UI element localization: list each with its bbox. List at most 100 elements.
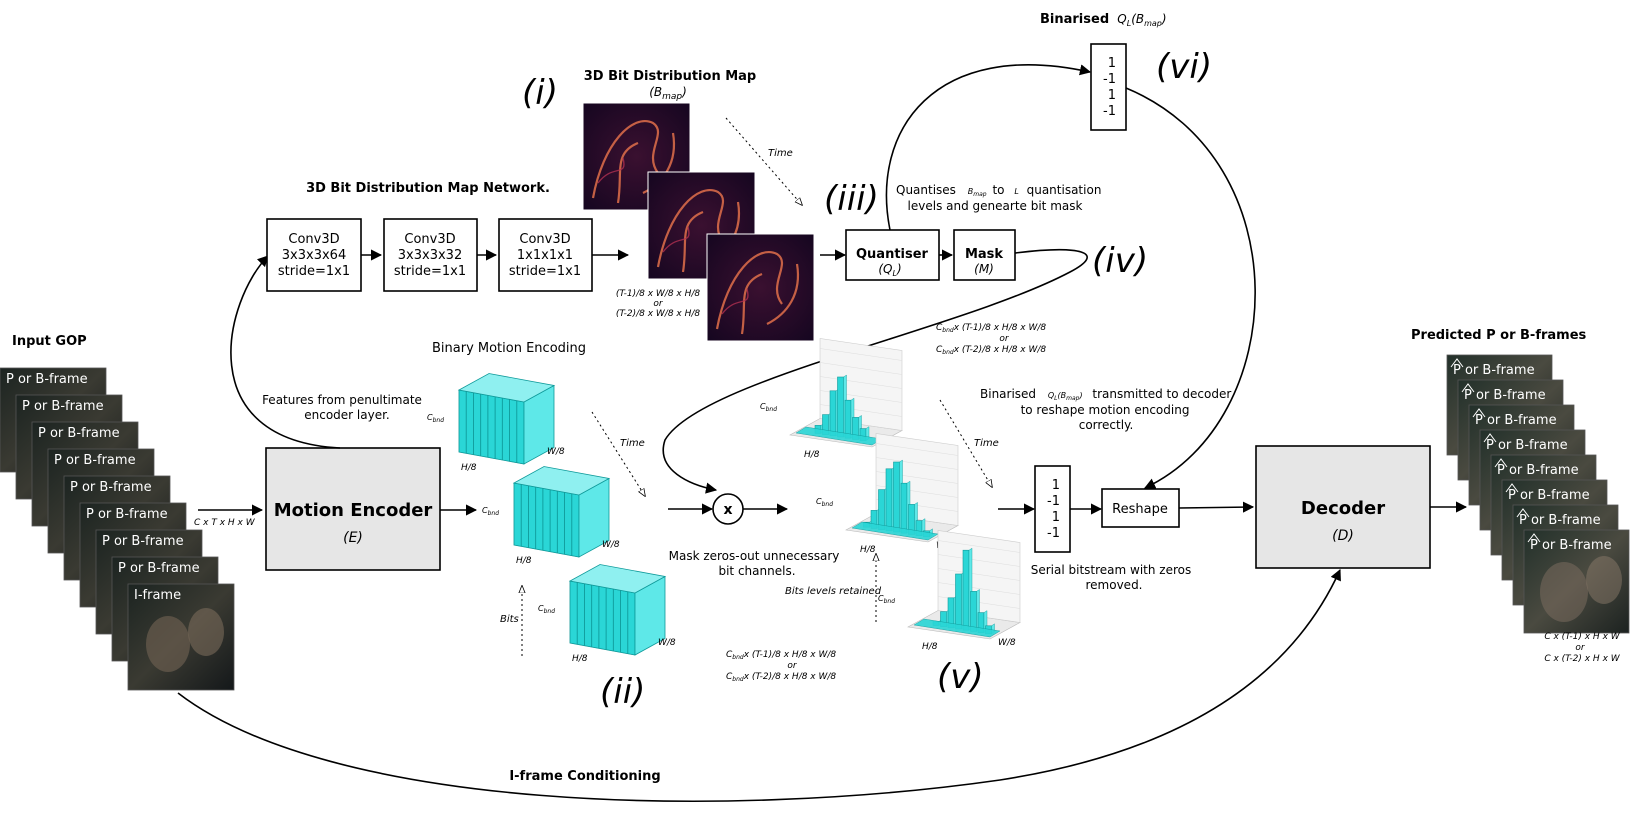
conv2-line2: 3x3x3x32 [398, 248, 462, 263]
predicted-frame-label: P or B-frame [1508, 488, 1590, 503]
cube-h-label: H/8 [572, 654, 588, 664]
bitstream-value-1: 1 [1052, 478, 1060, 493]
features-note-1: Features from penultimate [262, 393, 422, 407]
marker-vi: (vi) [1156, 47, 1212, 87]
reshape-title: Reshape [1112, 502, 1168, 517]
predicted-frame-label: P or B-frame [1530, 538, 1612, 553]
input-frame-label: P or B-frame [22, 399, 104, 414]
mask-title: Mask [965, 247, 1003, 262]
predicted-frames-stack: P or B-frame P or B-frame P or B-frame P or… [1446, 354, 1630, 634]
bdm-network-title: 3D Bit Distribution Map Network. [306, 181, 550, 196]
hat-icon [1450, 358, 1464, 368]
mask-symbol: (M) [974, 262, 994, 276]
motion-encoder-symbol: (E) [343, 530, 363, 546]
binarised-vector: 1 -1 1 -1 [1090, 43, 1127, 131]
predicted-frame-label: P or B-frame [1453, 363, 1535, 378]
predicted-frame: P or B-frame [1523, 529, 1630, 634]
bit-distribution-maps [582, 102, 815, 342]
cube-h-label: H/8 [516, 556, 532, 566]
predicted-dims-2: or [1575, 643, 1586, 653]
bdm-time-label: Time [768, 148, 793, 159]
mask-dims-1: Cbndx (T-1)/8 x H/8 x W/8 [936, 323, 1046, 334]
predicted-frame-label: P or B-frame [1464, 388, 1546, 403]
masked-bits-label: Bits levels retained [785, 586, 882, 597]
marker-ii: (ii) [600, 672, 645, 712]
cube-c-label: Cbnd [482, 506, 499, 517]
hat-icon [1516, 508, 1530, 518]
arrow-binarised-to-reshape [1125, 87, 1256, 489]
hist-w-label: W/8 [998, 638, 1016, 648]
motion-time-arrow [591, 411, 645, 496]
mask-block: Mask (M) [953, 229, 1016, 281]
cube-w-label: W/8 [602, 540, 620, 550]
hist-c-label: Cbnd [816, 497, 833, 508]
hist-h-label: H/8 [922, 642, 938, 652]
input-gop-title: Input GOP [12, 334, 87, 349]
arrow-quantiser-to-binarised [885, 64, 1092, 231]
binary-motion-title: Binary Motion Encoding [432, 341, 586, 356]
bdm-symbol: (Bmap) [649, 85, 687, 102]
predicted-title: Predicted P or B-frames [1411, 328, 1587, 343]
input-dims: C x T x H x W [194, 518, 256, 528]
hist-h-label: H/8 [804, 450, 820, 460]
input-frame-label: P or B-frame [38, 426, 120, 441]
cube-w-label: W/8 [658, 638, 676, 648]
conv3-line1: Conv3D [519, 232, 570, 247]
conv2-line1: Conv3D [404, 232, 455, 247]
motion-dims-2: or [787, 661, 798, 671]
masked-time-arrow [939, 399, 992, 487]
hat-icon [1505, 483, 1519, 493]
binarised-note-2: to reshape motion encoding [1021, 403, 1190, 417]
predicted-dims-3: C x (T-2) x H x W [1544, 654, 1620, 664]
arrow-iframe-conditioning [177, 568, 1341, 803]
binarised-value-2: -1 [1103, 72, 1116, 87]
bdm-time-arrow [725, 117, 802, 205]
masked-time-label: Time [974, 438, 999, 449]
input-i-frame: I-frame [127, 583, 235, 691]
cube-c-label: Cbnd [538, 604, 555, 615]
features-note-2: encoder layer. [304, 408, 390, 422]
marker-iv: (iv) [1092, 241, 1148, 281]
mask-dims-3: Cbndx (T-2)/8 x H/8 x W/8 [936, 345, 1046, 356]
binarised-title: Binarised QL(Bmap) [1040, 12, 1167, 28]
predicted-frame-label: P or B-frame [1497, 463, 1579, 478]
input-frame-label: P or B-frame [54, 453, 136, 468]
input-frame-label: P or B-frame [86, 507, 168, 522]
motion-encoder-block: Motion Encoder (E) [265, 447, 441, 571]
quantiser-note-1: Quantises Bmap to L quantisation [896, 183, 1101, 199]
hat-icon [1527, 533, 1541, 543]
predicted-frame-label: P or B-frame [1486, 438, 1568, 453]
marker-iii: (iii) [824, 179, 879, 219]
arrow-encoder-to-bdm-network [230, 255, 341, 449]
input-frame-label: P or B-frame [70, 480, 152, 495]
predicted-frame-label: P or B-frame [1519, 513, 1601, 528]
conv3-line3: stride=1x1 [509, 264, 581, 279]
bit-distribution-map-slice [706, 233, 815, 342]
hist-c-label: Cbnd [760, 402, 777, 413]
predicted-dims-1: C x (T-1) x H x W [1544, 632, 1620, 642]
binarised-value-4: -1 [1103, 104, 1116, 119]
bdm-title: 3D Bit Distribution Map [584, 69, 757, 84]
conv2-line3: stride=1x1 [394, 264, 466, 279]
hist-c-label: Cbnd [878, 594, 895, 605]
quantiser-note-2: levels and genearte bit mask [908, 199, 1083, 213]
iframe-conditioning-label: I-frame Conditioning [509, 769, 660, 784]
hat-icon [1483, 433, 1497, 443]
mask-dims-2: or [999, 334, 1010, 344]
cube-w-label: W/8 [547, 447, 565, 457]
conv1-line3: stride=1x1 [278, 264, 350, 279]
hat-icon [1461, 383, 1475, 393]
marker-i: (i) [522, 73, 558, 113]
bitstream-value-4: -1 [1047, 526, 1060, 541]
bitstream-note-1: Serial bitstream with zeros [1031, 563, 1192, 577]
predicted-frame-label: P or B-frame [1475, 413, 1557, 428]
conv1-line2: 3x3x3x64 [282, 248, 346, 263]
motion-dims-3: Cbndx (T-2)/8 x H/8 x W/8 [726, 672, 836, 683]
reshape-block: Reshape [1101, 488, 1180, 528]
conv3d-block-2: Conv3D 3x3x3x32 stride=1x1 [383, 218, 478, 292]
motion-time-label: Time [620, 438, 645, 449]
